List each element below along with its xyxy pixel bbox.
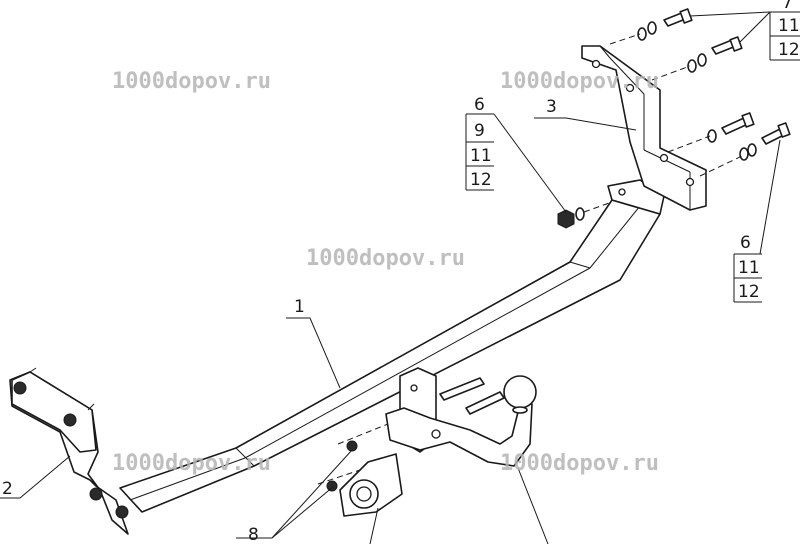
callout-stack-top-right: 7 11 12	[769, 0, 800, 61]
watermark-top-right: 1000dopov.ru	[500, 69, 659, 94]
left-bracket	[9, 367, 129, 535]
leader-lines	[0, 11, 781, 544]
watermark-bottom-left: 1000dopov.ru	[112, 451, 271, 476]
callout-left-2: 11	[470, 146, 492, 166]
watermark-top-left: 1000dopov.ru	[112, 69, 271, 94]
callout-right-2: 12	[738, 282, 760, 302]
nut-set-left	[557, 201, 613, 229]
watermark-center: 1000dopov.ru	[306, 246, 465, 271]
watermark-bottom-right: 1000dopov.ru	[500, 451, 659, 476]
callout-8: 8	[248, 525, 259, 544]
callout-stack-right: 6 11 12	[733, 233, 762, 303]
callout-3: 3	[546, 97, 557, 117]
callout-right-0: 6	[740, 233, 751, 253]
socket-plate	[326, 440, 403, 517]
callout-top-right-2: 12	[778, 40, 800, 60]
right-bracket	[581, 45, 707, 211]
callout-stack-left: 6 9 11 12	[465, 95, 494, 191]
callout-left-3: 12	[470, 170, 492, 190]
tow-ball-mount	[385, 367, 537, 467]
ball-bolts	[317, 423, 389, 485]
bolt-set-right	[667, 112, 791, 177]
callout-right-1: 11	[738, 258, 760, 278]
callout-1: 1	[294, 297, 305, 317]
callout-top-right-0: 7	[782, 0, 793, 13]
callout-left-0: 6	[474, 95, 485, 115]
bolt-set-top-right	[609, 8, 743, 81]
callout-2: 2	[2, 479, 13, 499]
callout-left-1: 9	[474, 121, 485, 141]
callout-top-right-1: 11	[778, 16, 800, 36]
